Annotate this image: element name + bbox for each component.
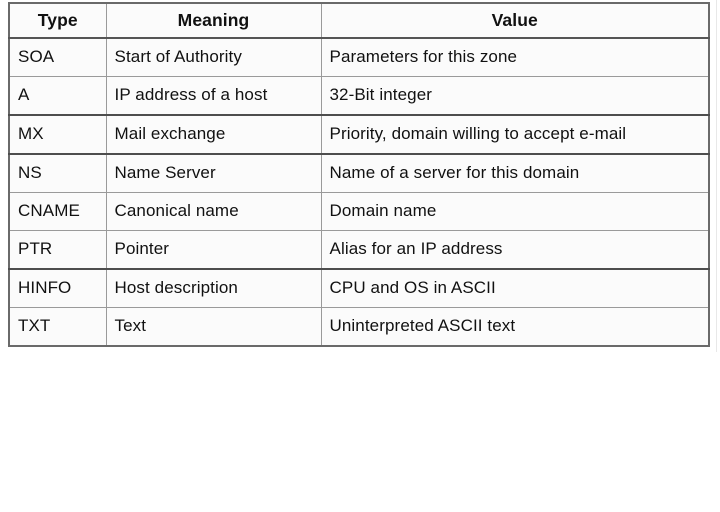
- cell-type: MX: [8, 114, 107, 155]
- table-body: SOA Start of Authority Parameters for th…: [8, 37, 710, 347]
- table-row: TXT Text Uninterpreted ASCII text: [8, 307, 710, 347]
- table-row: MX Mail exchange Priority, domain willin…: [8, 114, 710, 155]
- cell-type: A: [8, 76, 107, 116]
- cell-value: CPU and OS in ASCII: [320, 268, 710, 308]
- column-header-type: Type: [8, 2, 107, 39]
- column-header-meaning: Meaning: [105, 2, 322, 39]
- cell-meaning: Pointer: [105, 230, 322, 270]
- table-row: NS Name Server Name of a server for this…: [8, 153, 710, 193]
- cell-type: SOA: [8, 37, 107, 77]
- cell-meaning: Mail exchange: [105, 114, 322, 155]
- cell-meaning: IP address of a host: [105, 76, 322, 116]
- dns-resource-record-table: Type Meaning Value SOA Start of Authorit…: [8, 2, 710, 347]
- cell-meaning: Canonical name: [105, 192, 322, 231]
- cell-value: 32-Bit integer: [320, 76, 710, 116]
- scan-edge-artifact: [716, 0, 717, 352]
- cell-value: Priority, domain willing to accept e-mai…: [320, 114, 710, 155]
- cell-value: Domain name: [320, 192, 710, 231]
- cell-meaning: Host description: [105, 268, 322, 308]
- table-row: PTR Pointer Alias for an IP address: [8, 230, 710, 270]
- cell-meaning: Start of Authority: [105, 37, 322, 77]
- cell-type: PTR: [8, 230, 107, 270]
- table-row: SOA Start of Authority Parameters for th…: [8, 37, 710, 77]
- cell-meaning: Name Server: [105, 153, 322, 193]
- cell-type: HINFO: [8, 268, 107, 308]
- cell-value: Uninterpreted ASCII text: [320, 307, 710, 347]
- cell-type: CNAME: [8, 192, 107, 231]
- table-row: HINFO Host description CPU and OS in ASC…: [8, 268, 710, 308]
- table-header: Type Meaning Value: [8, 2, 710, 39]
- cell-type: TXT: [8, 307, 107, 347]
- cell-type: NS: [8, 153, 107, 193]
- cell-value: Name of a server for this domain: [320, 153, 710, 193]
- cell-meaning: Text: [105, 307, 322, 347]
- table-row: A IP address of a host 32-Bit integer: [8, 76, 710, 116]
- cell-value: Alias for an IP address: [320, 230, 710, 270]
- table-header-row: Type Meaning Value: [8, 2, 710, 39]
- cell-value: Parameters for this zone: [320, 37, 710, 77]
- table-row: CNAME Canonical name Domain name: [8, 192, 710, 231]
- column-header-value: Value: [320, 2, 710, 39]
